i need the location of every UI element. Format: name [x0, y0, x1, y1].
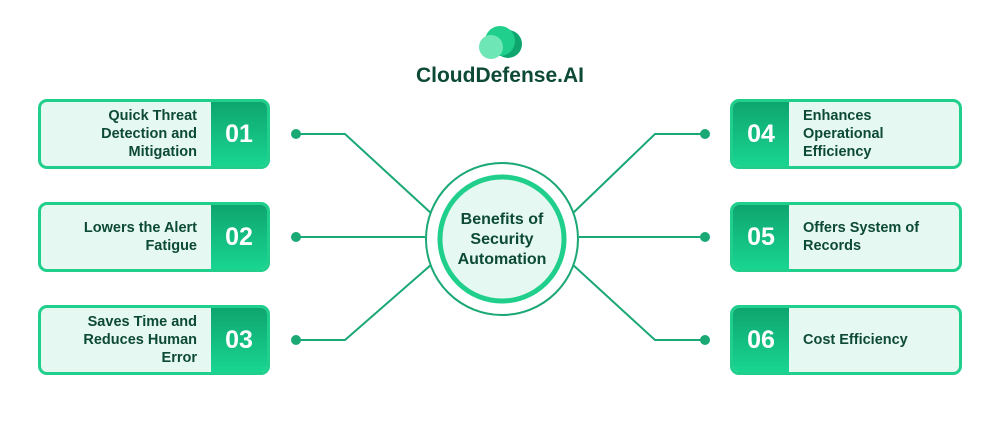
benefit-label: Saves Time and Reduces Human Error: [83, 314, 197, 366]
benefit-card-02: Lowers the Alert Fatigue 02: [38, 202, 270, 272]
benefit-card-03: Saves Time and Reduces Human Error 03: [38, 305, 270, 375]
benefit-card-05: 05 Offers System of Records: [730, 202, 962, 272]
benefit-label: Offers System of Records: [803, 220, 920, 254]
brand-logo: CloudDefense.AI: [415, 64, 585, 87]
center-title: Benefits of Security Automation: [457, 211, 547, 268]
cloud-logo-icon: [479, 26, 522, 59]
benefit-card-04: 04 Enhances Operational Efficiency: [730, 99, 962, 169]
benefit-label: Enhances Operational Efficiency: [803, 108, 884, 160]
benefit-label: Cost Efficiency: [803, 332, 908, 348]
benefit-number: 01: [211, 102, 267, 166]
benefit-card-06: 06 Cost Efficiency: [730, 305, 962, 375]
benefit-number: 03: [211, 308, 267, 372]
benefit-label: Lowers the Alert Fatigue: [83, 220, 197, 254]
benefit-card-01: Quick Threat Detection and Mitigation 01: [38, 99, 270, 169]
benefit-number: 06: [733, 308, 789, 372]
benefit-number: 04: [733, 102, 789, 166]
benefit-number: 05: [733, 205, 789, 269]
benefit-label: Quick Threat Detection and Mitigation: [101, 108, 197, 160]
benefit-number: 02: [211, 205, 267, 269]
